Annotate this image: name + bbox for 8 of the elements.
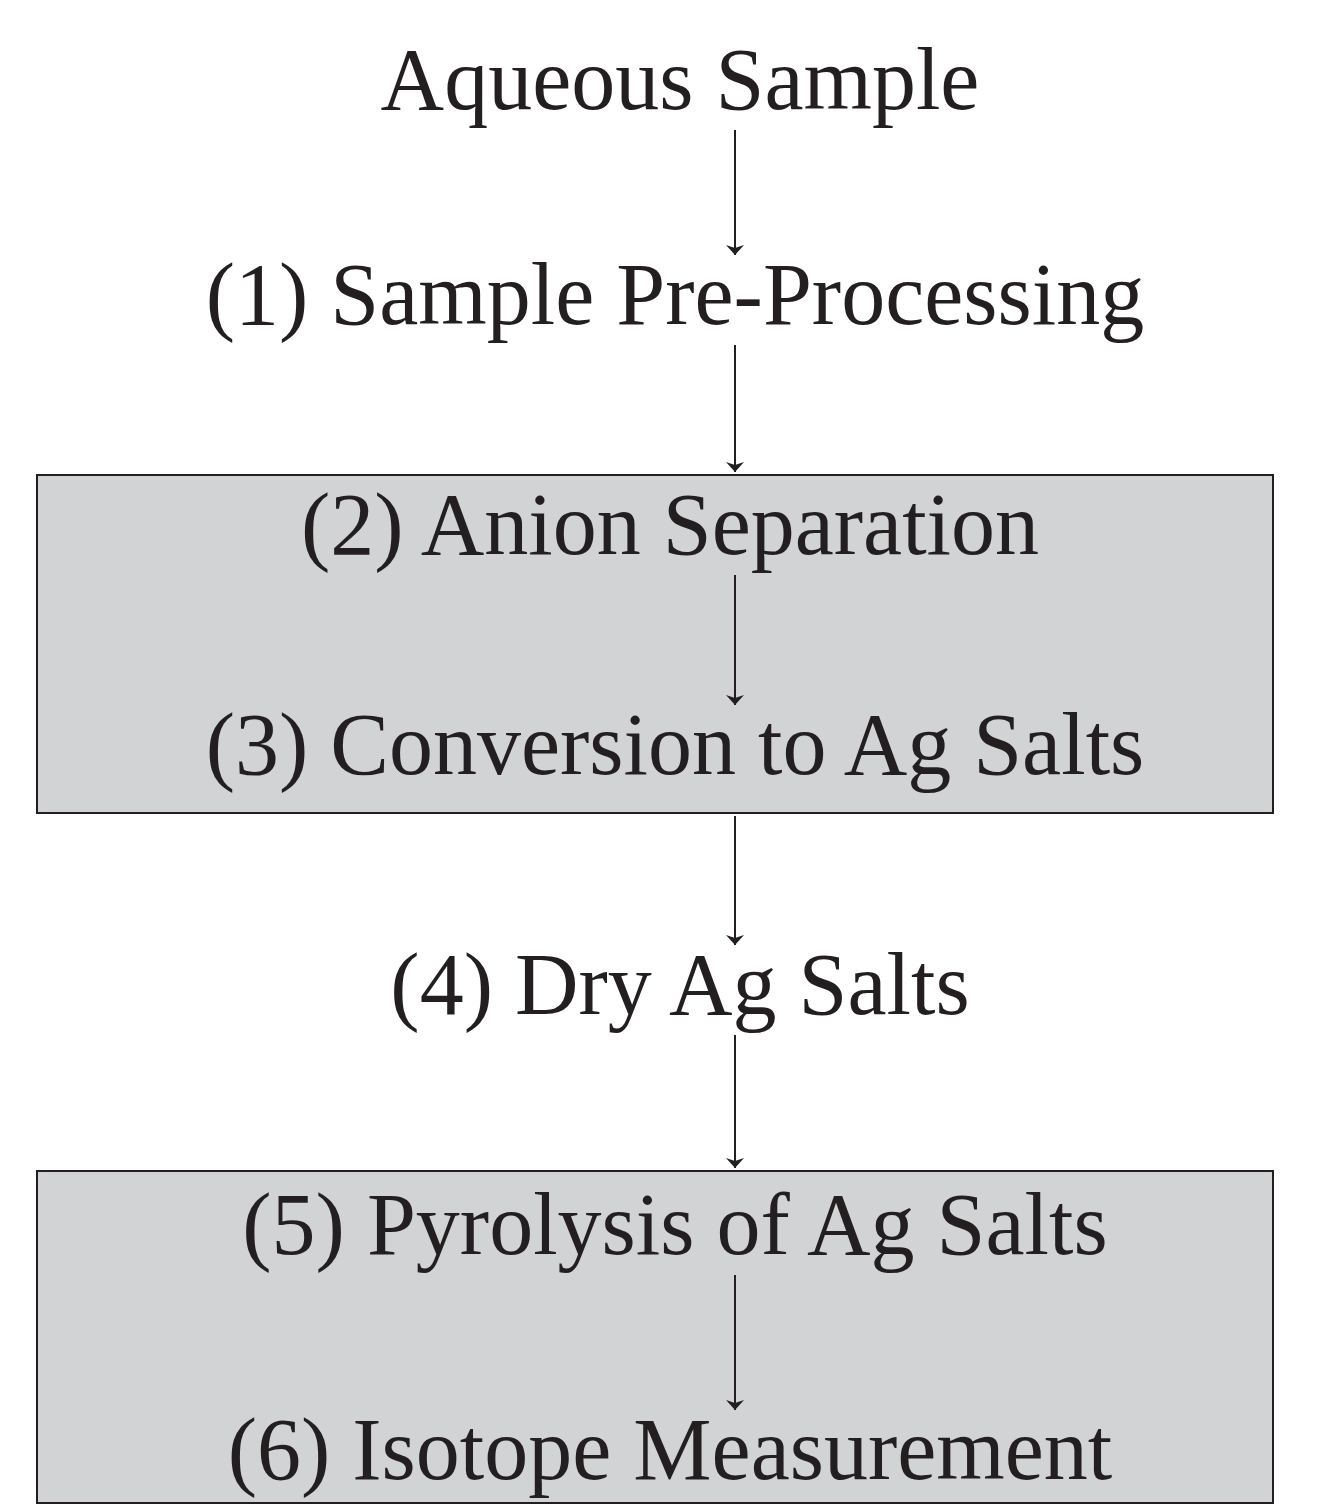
arrow bbox=[726, 574, 744, 706]
arrow bbox=[726, 129, 744, 256]
arrow bbox=[726, 815, 744, 946]
arrow bbox=[726, 344, 744, 473]
process-group-box bbox=[36, 474, 1274, 814]
arrow bbox=[726, 1034, 744, 1169]
process-group-box bbox=[36, 1170, 1274, 1504]
arrow bbox=[726, 1274, 744, 1411]
